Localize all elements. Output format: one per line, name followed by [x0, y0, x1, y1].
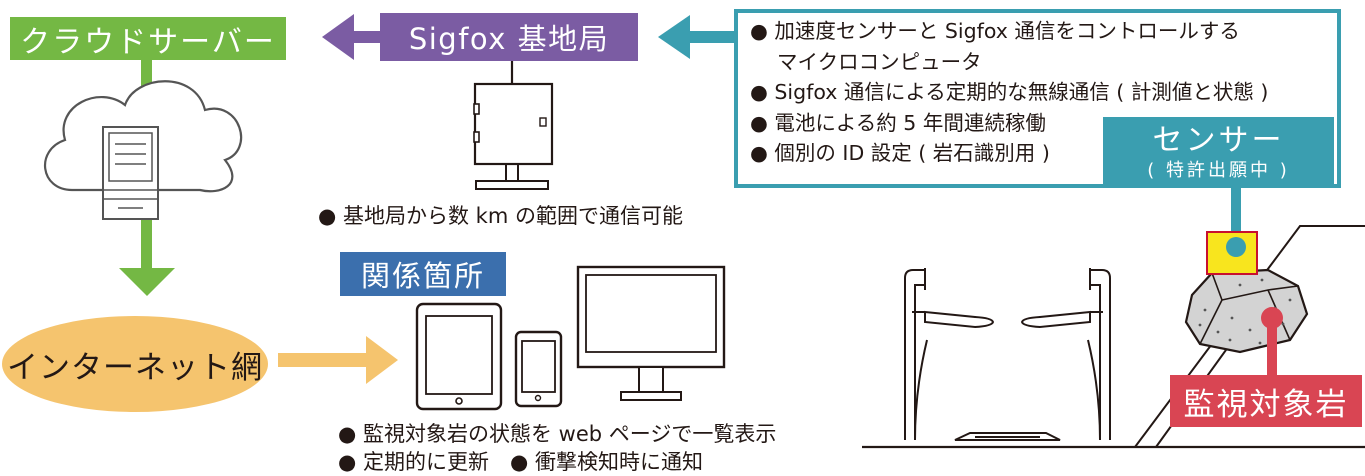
stakeholders-label: 関係箇所: [340, 252, 506, 296]
teal-left-arrow-icon: [658, 15, 690, 59]
periodic-update-note: ● 定期的に更新 ● 衝撃検知時に通知: [338, 450, 703, 474]
sensor-feature-list: ● 加速度センサーと Sigfox 通信をコントロールする マイクロコンピュータ…: [750, 16, 1340, 169]
web-display-note: ● 監視対象岩の状態を web ページで一覧表示: [338, 422, 777, 446]
teal-arrow-shaft: [688, 31, 736, 43]
sensor-feature-item: マイクロコンピュータ: [750, 49, 982, 74]
green-down-arrow-icon: [119, 268, 175, 296]
smartphone-icon: [514, 330, 563, 408]
sensor-device-icon: [1206, 231, 1258, 275]
rock-connector-line: [1267, 318, 1277, 378]
sensor-feature-item: ● 個別の ID 設定 ( 岩石識別用 ): [750, 141, 1050, 165]
rockfall-fence-icon: [862, 268, 1365, 449]
monitored-rock-label: 監視対象岩: [1170, 375, 1362, 427]
cloud-server-icon: [43, 80, 243, 220]
base-station-label: Sigfox 基地局: [380, 13, 638, 61]
tablet-icon: [415, 302, 503, 411]
internet-ellipse: [2, 316, 268, 412]
base-station-icon: [473, 58, 554, 190]
sensor-title-label: センサー: [1152, 123, 1285, 158]
sensor-feature-item: ● 加速度センサーと Sigfox 通信をコントロールする: [750, 19, 1240, 43]
sensor-title-box: [1103, 117, 1334, 185]
sensor-feature-item: ● Sigfox 通信による定期的な無線通信 ( 計測値と状態 ): [750, 80, 1269, 104]
internet-label: インターネット網: [7, 349, 263, 386]
purple-arrow-shaft: [352, 31, 382, 43]
rock-icon: [1184, 268, 1309, 354]
base-station-range-note: ● 基地局から数 km の範囲で通信可能: [318, 204, 683, 228]
purple-left-arrow-icon: [322, 14, 354, 60]
cloud-server-label: クラウドサーバー: [10, 17, 286, 60]
monitor-icon: [576, 265, 726, 401]
sensor-feature-item: ● 電池による約 5 年間連続稼働: [750, 110, 1046, 135]
orange-right-arrow-icon: [278, 336, 398, 384]
sensor-connector-line: [1231, 185, 1241, 237]
sensor-patent-label: ( 特許出願中 ): [1147, 160, 1290, 181]
